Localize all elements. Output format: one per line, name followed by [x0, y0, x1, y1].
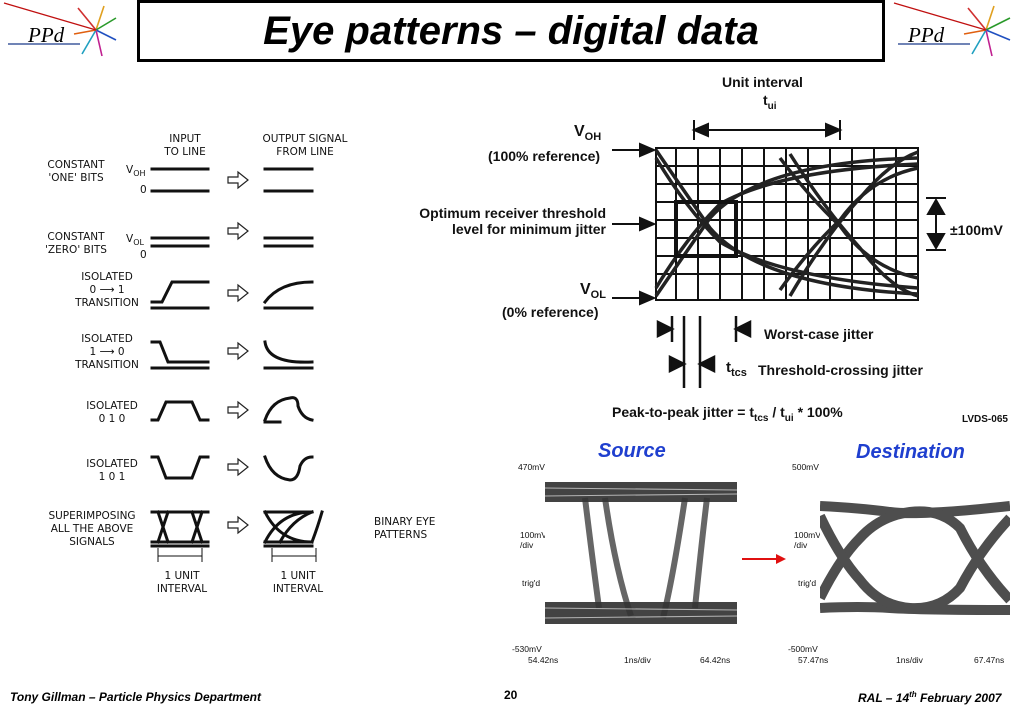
footer-right: RAL – 14th February 2007 [858, 690, 1002, 705]
lvds-code: LVDS-065 [962, 414, 1008, 425]
voh-label: VOH [126, 164, 146, 179]
destination-x-mid: 1ns/div [896, 655, 923, 665]
destination-scale-div: /div [794, 540, 808, 550]
source-scale: 100mV [520, 530, 547, 540]
destination-top-label: 500mV [792, 462, 819, 472]
destination-x-right: 67.47ns [974, 655, 1005, 665]
destination-title: Destination [856, 441, 965, 463]
destination-trig: trig'd [798, 578, 817, 588]
source-x-right: 64.42ns [700, 655, 731, 665]
source-x-mid: 1ns/div [624, 655, 651, 665]
pm100-label: ±100mV [950, 222, 1003, 238]
ttcs-label: ttcs [726, 359, 747, 380]
slide-title: Eye patterns – digital data [263, 8, 759, 53]
row-label-const-zero: CONSTANT'ZERO' BITS [45, 231, 107, 256]
logo-text: PPd [27, 23, 65, 47]
source-scope-trace [545, 468, 737, 652]
eye-diagram [612, 120, 946, 388]
title-box: Eye patterns – digital data [137, 0, 885, 62]
p2p-jitter-formula: Peak-to-peak jitter = ttcs / tui * 100% [612, 404, 843, 424]
worst-case-label: Worst-case jitter [764, 326, 874, 342]
row-label-const-one: CONSTANT'ONE' BITS [47, 159, 105, 184]
vol-label: VOL [126, 233, 144, 248]
source-title: Source [598, 440, 666, 462]
source-bottom-label: -530mV [512, 644, 542, 654]
signal-waveforms [150, 167, 324, 562]
tui-label: tui [763, 92, 777, 112]
destination-scope-trace [820, 468, 1010, 652]
zero-label: 0 [140, 249, 147, 261]
logo-text: PPd [907, 23, 945, 47]
vol-reference: (0% reference) [502, 304, 599, 320]
source-x-left: 54.42ns [528, 655, 559, 665]
destination-x-left: 57.47ns [798, 655, 829, 665]
voh-label-right: VOH [574, 123, 602, 144]
destination-scale: 100mV [794, 530, 821, 540]
destination-bottom-label: -500mV [788, 644, 818, 654]
vol-label-right: VOL [580, 281, 606, 302]
footer-page-number: 20 [504, 688, 518, 702]
source-top-label: 470mV [518, 462, 545, 472]
red-arrow [742, 554, 786, 564]
ppd-logo-left: PPd [0, 0, 118, 62]
source-trig: trig'd [522, 578, 541, 588]
unit-interval-label: Unit interval [722, 74, 803, 90]
ppd-logo-right: PPd [890, 0, 1011, 62]
voh-reference: (100% reference) [488, 148, 601, 164]
zero-label: 0 [140, 184, 147, 196]
threshold-crossing-label: Threshold-crossing jitter [758, 362, 923, 378]
source-scale-div: /div [520, 540, 534, 550]
footer-left: Tony Gillman – Particle Physics Departme… [10, 690, 261, 704]
